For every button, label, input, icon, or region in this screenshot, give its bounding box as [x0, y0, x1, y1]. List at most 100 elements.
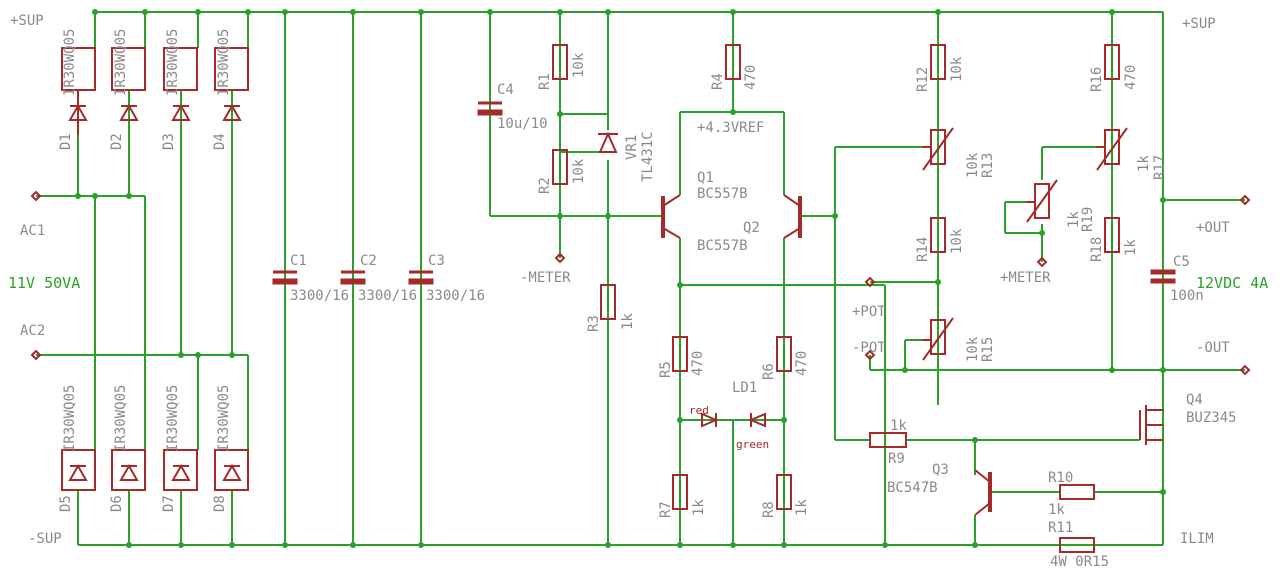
pot-r15-name: R15: [980, 337, 996, 362]
labels: +SUP -SUP +SUP AC1 AC2 11V 50VA IR30WQ05…: [8, 13, 1268, 570]
res-r16-value: 470: [1123, 65, 1139, 90]
net-meter-plus: +METER: [1000, 270, 1051, 286]
res-r10-value: 1k: [1048, 502, 1065, 518]
pots: [922, 127, 1128, 361]
net-sup-minus: -SUP: [28, 531, 62, 547]
diode-d3-name: D3: [161, 133, 177, 150]
res-r3-name: R3: [586, 315, 602, 332]
diode-d2-name: D2: [109, 133, 125, 150]
cap-c4-value: 10u/10: [497, 116, 548, 132]
transistor-q2: [783, 194, 802, 239]
net-vref: +4.3VREF: [697, 120, 764, 136]
led-red-label: red: [689, 404, 709, 417]
net-meter-minus: -METER: [520, 270, 571, 286]
res-r7-name: R7: [658, 501, 674, 518]
cap-c4-name: C4: [497, 82, 514, 98]
cap-c2-value: 3300/16: [358, 288, 417, 304]
vr1-value: TL431C: [640, 131, 656, 182]
diode-d8: [214, 449, 249, 491]
diode-d3-value: IR30WQ05: [165, 29, 181, 96]
capacitor-c2: [340, 270, 366, 285]
cap-c1-name: C1: [290, 253, 307, 269]
diode-d6-name: D6: [109, 495, 125, 512]
diode-d6: [111, 449, 146, 491]
q4-value: BUZ345: [1186, 410, 1237, 426]
pot-r13-name: R13: [980, 153, 996, 178]
led-green-label: green: [736, 438, 769, 451]
res-r5-value: 470: [690, 351, 706, 376]
net-ac1: AC1: [20, 223, 45, 239]
capacitor-c3: [408, 270, 434, 285]
pot-r17-value: 1k: [1136, 155, 1152, 172]
diode-d1-name: D1: [58, 133, 74, 150]
res-r3-value: 1k: [620, 313, 636, 330]
cap-c3-name: C3: [428, 253, 445, 269]
res-r1-value: 10k: [571, 52, 587, 78]
res-r5-name: R5: [658, 361, 674, 378]
pot-r13-value: 10k: [965, 152, 981, 178]
transistor-q1: [661, 194, 681, 239]
diode-d2: [111, 47, 146, 121]
transistor-q3: [974, 469, 992, 516]
res-r14-name: R14: [915, 237, 931, 262]
diode-d7-value: IR30WQ05: [165, 385, 181, 452]
diode-d8-value: IR30WQ05: [216, 385, 232, 452]
diode-d8-name: D8: [212, 495, 228, 512]
diode-d1: [61, 47, 96, 135]
ld1-name: LD1: [732, 380, 757, 396]
res-r18-value: 1k: [1123, 239, 1139, 256]
res-r12-value: 10k: [949, 56, 965, 82]
resistors: [552, 44, 1120, 553]
led-ld1: [701, 412, 766, 428]
net-out-plus: +OUT: [1196, 220, 1230, 236]
mosfet-q4: [1139, 405, 1163, 445]
diode-d4-name: D4: [212, 133, 228, 150]
res-r14-value: 10k: [949, 228, 965, 254]
diode-d1-value: IR30WQ05: [62, 29, 78, 96]
pot-r15-value: 10k: [965, 336, 981, 362]
res-r6-value: 470: [794, 351, 810, 376]
diode-d4: [214, 47, 249, 121]
net-out-minus: -OUT: [1196, 340, 1230, 356]
capacitor-c4: [477, 101, 503, 116]
net-sup-plus-right: +SUP: [1182, 16, 1216, 32]
diode-d5-value: IR30WQ05: [62, 385, 78, 452]
shunt-reference-vr1: [598, 131, 618, 153]
net-ac2: AC2: [20, 323, 45, 339]
diode-d5: [61, 449, 96, 491]
vr1-name: VR1: [624, 135, 640, 160]
q2-name: Q2: [743, 220, 760, 236]
net-pot-minus: -POT: [852, 340, 886, 356]
diode-d4-value: IR30WQ05: [216, 29, 232, 96]
q4-name: Q4: [1186, 392, 1203, 408]
pot-r19-value: 1k: [1066, 211, 1082, 228]
res-r6-name: R6: [761, 363, 777, 380]
q1-value: BC557B: [697, 186, 748, 202]
net-ilim: ILIM: [1180, 531, 1214, 547]
transformer-label: 11V 50VA: [8, 274, 80, 292]
pot-r19-name: R19: [1080, 207, 1096, 232]
diode-d3: [163, 47, 198, 121]
res-r7-value: 1k: [691, 499, 707, 516]
res-r2-value: 10k: [571, 158, 587, 184]
res-r2-name: R2: [537, 177, 553, 194]
cap-c5-value: 100n: [1170, 288, 1204, 304]
output-rating-label: 12VDC 4A: [1196, 274, 1268, 292]
res-r9-name: R9: [888, 451, 905, 467]
terminals: [30, 190, 1251, 376]
res-r8-value: 1k: [794, 499, 810, 516]
cap-c5-name: C5: [1173, 254, 1190, 270]
q3-value: BC547B: [887, 480, 938, 496]
res-r10-name: R10: [1048, 470, 1073, 486]
net-pot-plus: +POT: [852, 304, 886, 320]
q3-name: Q3: [932, 462, 949, 478]
capacitor-c5: [1150, 269, 1176, 284]
cap-c3-value: 3300/16: [426, 288, 485, 304]
res-r11-name: R11: [1048, 520, 1073, 536]
diode-d7: [163, 449, 198, 491]
net-sup-plus: +SUP: [10, 13, 44, 29]
junctions: [75, 9, 1166, 548]
pot-r17-name: R17: [1152, 155, 1168, 180]
diode-d2-value: IR30WQ05: [113, 29, 129, 96]
